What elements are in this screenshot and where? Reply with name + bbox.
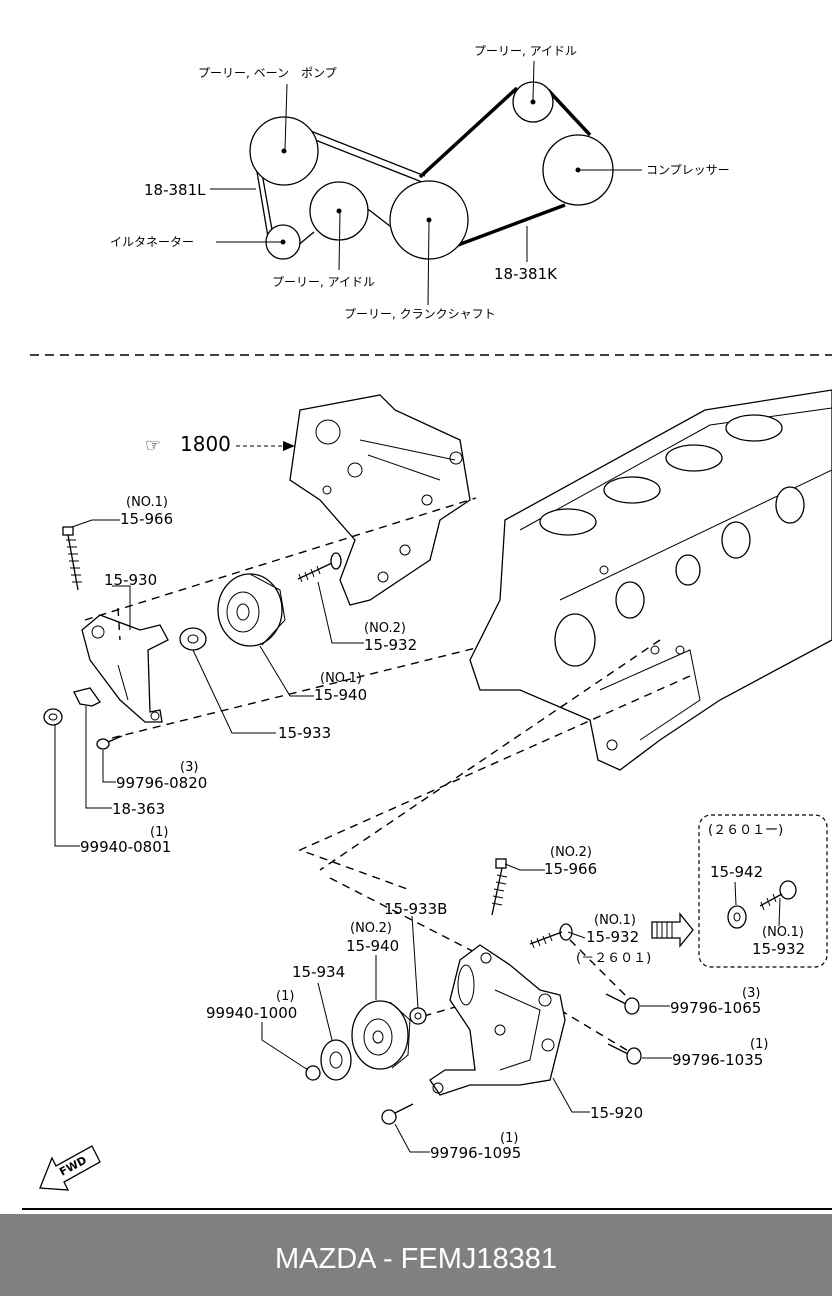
label-15-934: 15-934	[292, 963, 345, 981]
spacer-15-933	[179, 627, 207, 651]
caption-text: MAZDA - FEMJ18381	[274, 1243, 558, 1275]
bolt-99796-1095	[381, 1103, 414, 1125]
label-99796-1095: 99796-1095	[430, 1144, 521, 1162]
label-15-930: 15-930	[104, 571, 157, 589]
label-99796-1035: 99796-1035	[672, 1051, 763, 1069]
belt-18-381k	[418, 86, 592, 247]
bolt-99796-1035	[607, 1043, 642, 1065]
label-15-932-a: 15-932	[364, 636, 417, 654]
bolt-15-932-inset	[759, 880, 797, 911]
label-idler-pulley-top: プーリー, アイドル	[474, 44, 577, 58]
exploded-view: ☞ 1800	[22, 389, 832, 1210]
pointer-hand-icon: ☞	[145, 435, 161, 456]
label-15-942: 15-942	[710, 863, 763, 881]
label-15-932-c: 15-932	[752, 940, 805, 958]
label-no2-a: (NO.2)	[364, 621, 406, 636]
label-15-932-b: 15-932	[586, 928, 639, 946]
belt-routing-diagram: プーリー, ベーン ポンプ プーリー, アイドル コンプレッサー 18-381L…	[110, 44, 730, 321]
inset-box: (２６０１ー) 15-942 (NO.1) 15-932	[698, 814, 828, 968]
engine-block	[469, 389, 832, 771]
bolt-15-966-no2	[491, 858, 508, 916]
label-no2-b: (NO.2)	[550, 845, 592, 860]
fwd-arrow-icon: FWD	[39, 1145, 101, 1191]
caption-bar	[0, 1214, 832, 1296]
label-idler-pulley-lower: プーリー, アイドル	[272, 275, 375, 289]
nut-99940-0801	[43, 708, 63, 726]
label-15-940-a: 15-940	[314, 686, 367, 704]
bolt-15-932-no1	[529, 923, 573, 949]
label-crankshaft-pulley: プーリー, クランクシャフト	[344, 307, 496, 321]
label-no2-c: (NO.2)	[350, 921, 392, 936]
label-qty3-b: (3)	[742, 986, 760, 1001]
label-no1-b: (NO.1)	[320, 671, 362, 686]
label-ref-1800: 1800	[180, 432, 231, 456]
bolt-99796-1065	[605, 993, 640, 1015]
label-99796-0820: 99796-0820	[116, 774, 207, 792]
cap-18-363	[73, 687, 101, 707]
label-qty1-b: (1)	[276, 989, 294, 1004]
label-15-933b: 15-933B	[384, 900, 447, 918]
idler-pulley-15-940-no1	[217, 573, 286, 647]
bolt-15-932-no2	[297, 552, 342, 583]
bracket-1800	[289, 394, 471, 606]
bracket-15-930	[81, 614, 169, 723]
spacer-15-933b	[409, 1007, 427, 1025]
label-99940-0801: 99940-0801	[80, 838, 171, 856]
label-99796-1065: 99796-1065	[670, 999, 761, 1017]
label-no1-c: (NO.1)	[762, 925, 804, 940]
label-qty3-a: (3)	[180, 760, 198, 775]
label-qty1-d: (1)	[500, 1131, 518, 1146]
idler-pulley-15-940-no2	[351, 1000, 411, 1070]
label-15-966-a: 15-966	[120, 510, 173, 528]
washer-15-942	[727, 905, 747, 929]
label-15-940-b: 15-940	[346, 937, 399, 955]
label-qty1-a: (1)	[150, 825, 168, 840]
label-vane-pump-pulley: プーリー, ベーン ポンプ	[198, 66, 337, 80]
label-15-966-b: 15-966	[544, 860, 597, 878]
nut-99940-1000	[305, 1065, 321, 1081]
label-15-933: 15-933	[278, 724, 331, 742]
label-range-b: (－２６０１)	[576, 951, 651, 966]
label-qty1-c: (1)	[750, 1037, 768, 1052]
label-18-363: 18-363	[112, 800, 165, 818]
label-99940-1000: 99940-1000	[206, 1004, 297, 1022]
label-15-920: 15-920	[590, 1104, 643, 1122]
label-compressor: コンプレッサー	[646, 163, 730, 177]
label-no1-a: (NO.1)	[126, 495, 168, 510]
label-inset-range: (２６０１ー)	[708, 823, 783, 838]
label-alternator: イルタネーター	[110, 235, 194, 249]
bolt-99796-0820	[96, 735, 123, 750]
label-belt-l: 18-381L	[144, 181, 206, 199]
inset-arrow-icon	[651, 912, 694, 948]
label-belt-k: 18-381K	[494, 265, 558, 283]
bracket-15-920	[429, 944, 566, 1096]
washer-15-934	[320, 1039, 352, 1081]
label-no1-d: (NO.1)	[594, 913, 636, 928]
bolt-15-966-no1	[62, 526, 82, 591]
